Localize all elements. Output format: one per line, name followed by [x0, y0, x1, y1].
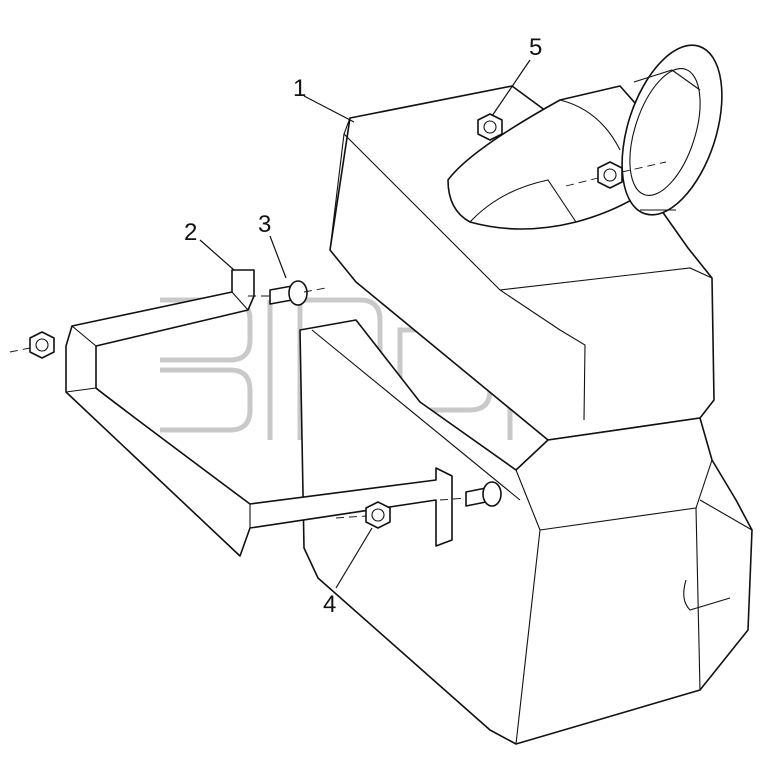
nut-5 [477, 113, 503, 141]
center-axes [9, 161, 667, 519]
bracket-part-2 [65, 269, 453, 557]
leader-lines [199, 59, 531, 589]
nut-4 [365, 501, 391, 529]
callout-5: 5 [529, 34, 542, 61]
callout-1: 1 [293, 75, 306, 102]
nut-left [29, 331, 55, 359]
callout-3: 3 [258, 211, 271, 238]
nut-elbow [597, 161, 623, 189]
callout-2: 2 [184, 219, 197, 246]
bolt-3 [269, 280, 308, 306]
bolt-3-right [465, 481, 502, 507]
callout-4: 4 [323, 591, 336, 618]
housing-part-1 [299, 44, 753, 745]
